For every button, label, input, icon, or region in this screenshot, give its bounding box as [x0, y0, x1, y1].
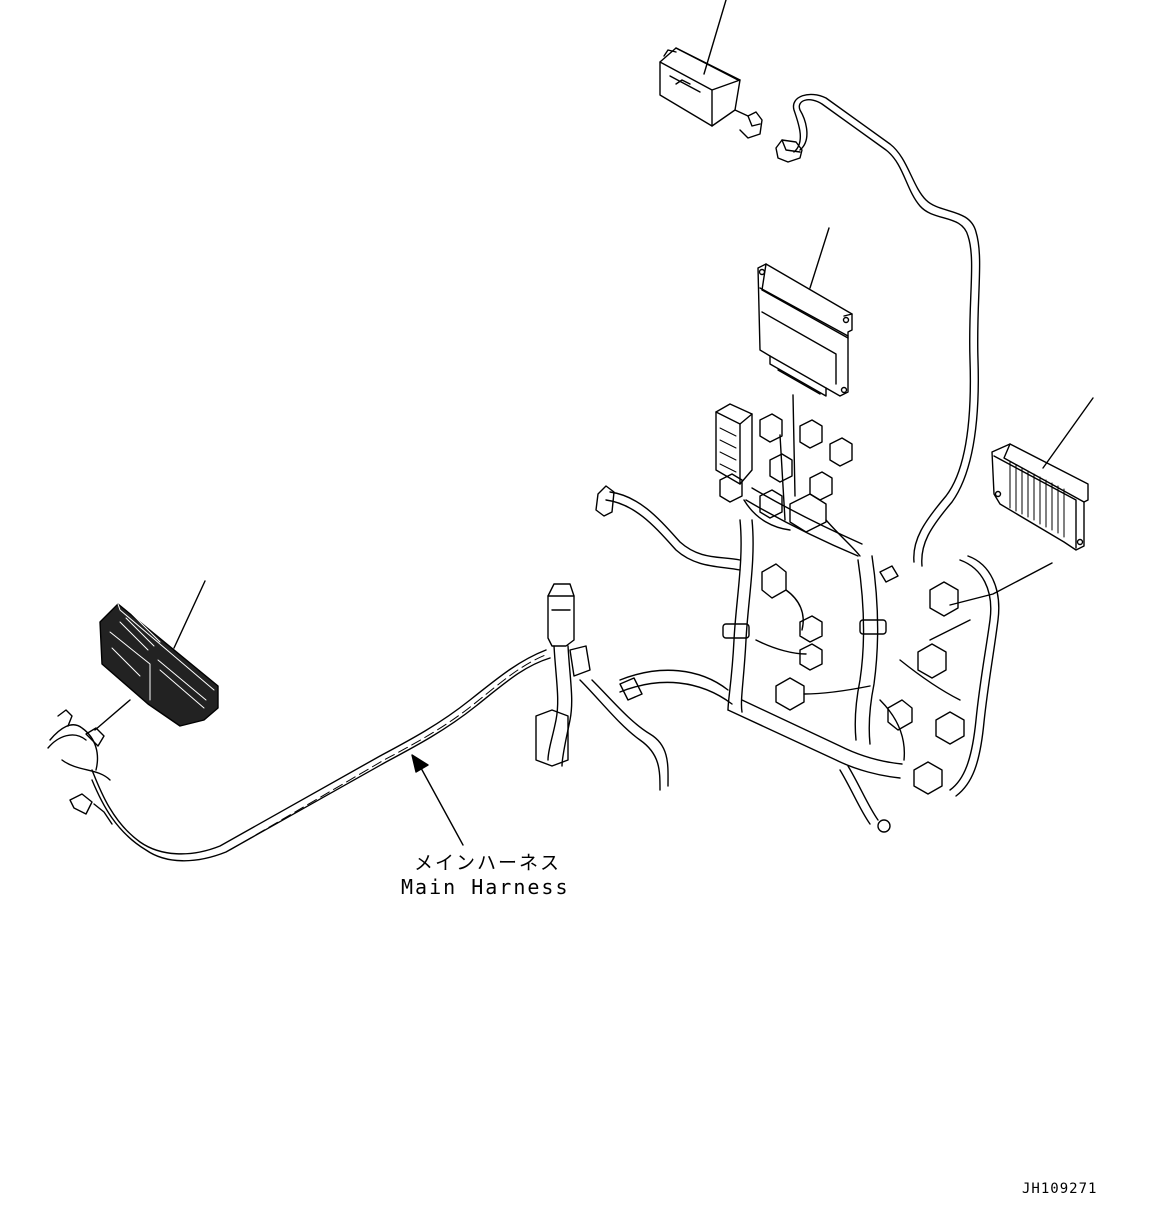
main-harness-hatch — [229, 653, 549, 851]
arrow-head — [411, 754, 429, 773]
drawing-number: JH109271 — [1022, 1181, 1098, 1197]
callout-label-japanese: メインハーネス — [414, 852, 562, 874]
right-lower-connectors — [755, 555, 1000, 833]
left-end-connectors — [47, 709, 113, 825]
top-controller-unit — [659, 47, 803, 163]
right-controller — [991, 443, 1089, 551]
main-harness-cable — [91, 649, 551, 862]
upper-left-branch — [595, 485, 741, 571]
left-branch-pillar — [535, 583, 669, 791]
leader-lines — [94, 0, 1094, 846]
center-controller — [757, 263, 853, 397]
center-harness-frame — [619, 487, 903, 779]
relay-block — [715, 403, 861, 557]
callout-label-english: Main Harness — [401, 875, 570, 899]
top-cable — [792, 93, 981, 567]
left-monitor — [99, 603, 219, 727]
